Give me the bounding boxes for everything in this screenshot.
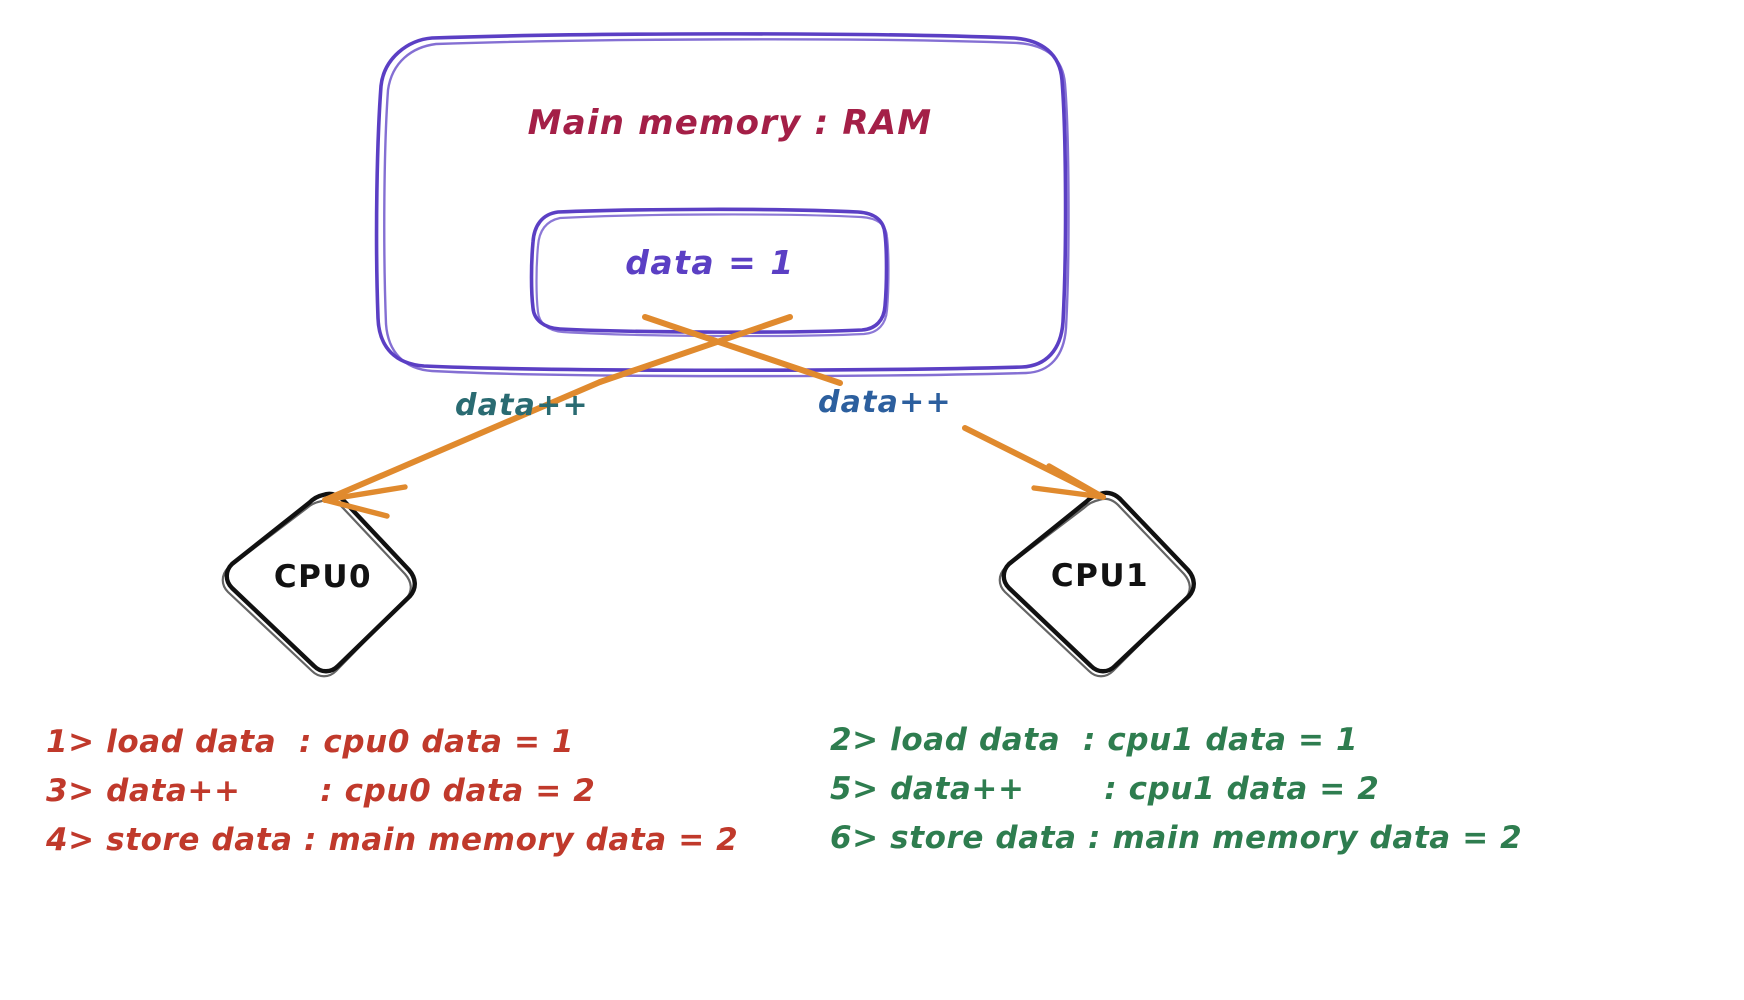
- steps-list-cpu0: 1> load data : cpu0 data = 1 3> data++ :…: [46, 718, 738, 865]
- edge-label-cpu1: data++: [818, 385, 952, 420]
- cpu0-node-label: CPU0: [273, 559, 373, 595]
- memory-cell-shape: [529, 207, 890, 338]
- memory-cell-label: data = 1: [625, 243, 795, 282]
- step-line: 6> store data : main memory data = 2: [830, 820, 1523, 856]
- step-line: 3> data++ : cpu0 data = 2: [46, 773, 596, 809]
- cpu0-node-shape[interactable]: [221, 491, 417, 678]
- steps-list-cpu1: 2> load data : cpu1 data = 1 5> data++ :…: [830, 716, 1522, 863]
- edge-arrow-to-cpu0: [322, 314, 793, 519]
- edge-label-cpu0: data++: [455, 388, 589, 423]
- step-line: 2> load data : cpu1 data = 1: [830, 722, 1359, 758]
- step-line: 5> data++ : cpu1 data = 2: [830, 771, 1380, 807]
- cpu1-node-shape[interactable]: [998, 490, 1196, 678]
- cpu1-node-label: CPU1: [1050, 558, 1150, 594]
- edge-arrow-to-cpu1: [642, 314, 1106, 500]
- ram-container-shape: [374, 32, 1070, 378]
- step-line: 4> store data : main memory data = 2: [46, 822, 739, 858]
- step-line: 1> load data : cpu0 data = 1: [46, 724, 575, 760]
- ram-title: Main memory : RAM: [527, 103, 933, 143]
